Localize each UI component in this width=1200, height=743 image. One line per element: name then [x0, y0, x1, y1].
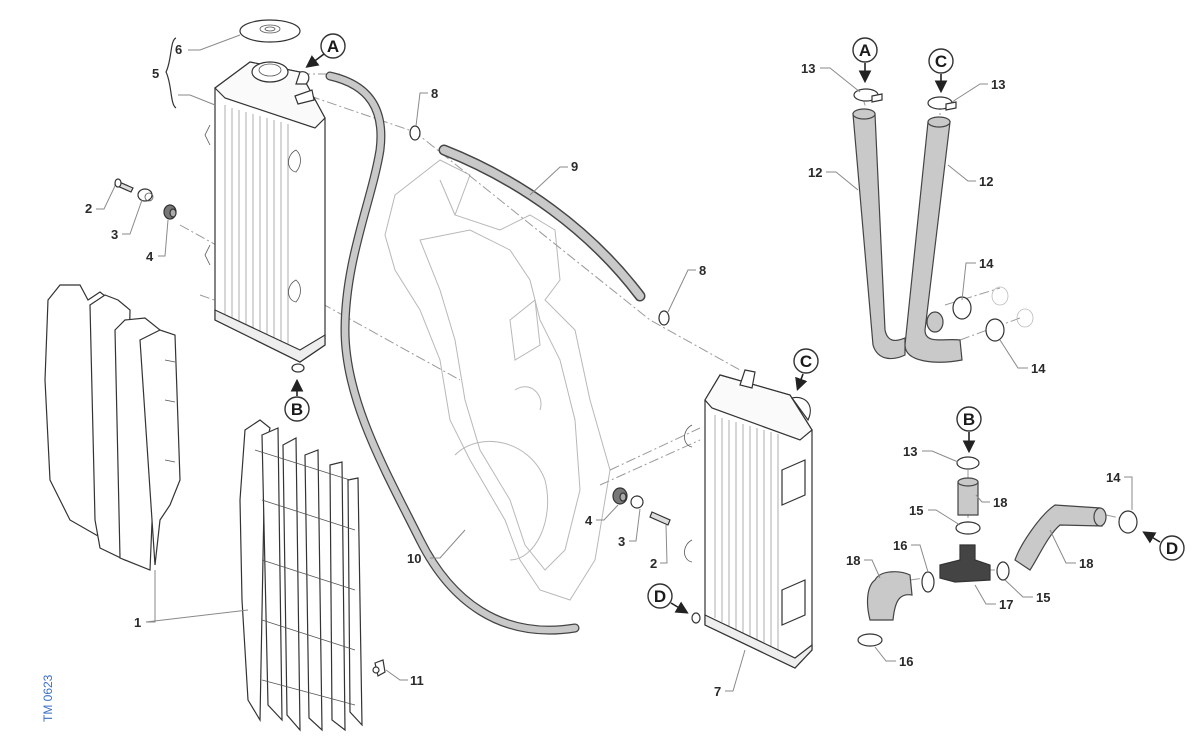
- part-label-10: 10: [407, 551, 421, 566]
- part-label-15: 15: [909, 503, 923, 518]
- part-label-4: 4: [585, 513, 593, 528]
- callout-D-hose: D: [1142, 531, 1185, 561]
- callout-A-hose: A: [852, 37, 878, 84]
- svg-text:D: D: [1166, 539, 1178, 558]
- callout-B-hose: B: [956, 406, 982, 454]
- part-label-11: 11: [410, 673, 424, 688]
- radiator-hoses-12: [852, 108, 963, 363]
- callout-A-left: A: [305, 33, 346, 68]
- motorcycle-frame: [384, 159, 611, 601]
- crossover-hose: [438, 144, 646, 302]
- left-radiator: [204, 61, 326, 373]
- svg-text:C: C: [935, 52, 947, 71]
- part-label-12: 12: [979, 174, 993, 189]
- radiator-fins-left: [224, 105, 289, 352]
- radiator-fins-right: [714, 415, 779, 654]
- overflow-hose: [325, 71, 580, 635]
- assembly-brace: [165, 37, 177, 109]
- part-label-15: 15: [1036, 590, 1050, 605]
- part-label-14: 14: [1031, 361, 1046, 376]
- lower-right-assembly: [857, 456, 1138, 647]
- fasteners-right: [612, 487, 671, 526]
- small-clamps: [409, 125, 670, 326]
- callout-D-right: D: [647, 583, 689, 614]
- part-label-6: 6: [175, 42, 182, 57]
- part-label-17: 17: [999, 597, 1013, 612]
- part-labels: 6 5 2 3 4 1 8 9 8 10 11 4 3 2 7 13 13 12…: [85, 42, 1121, 699]
- part-label-14: 14: [979, 256, 994, 271]
- part-label-13: 13: [903, 444, 917, 459]
- part-label-5: 5: [152, 66, 159, 81]
- part-label-13: 13: [801, 61, 815, 76]
- part-label-18: 18: [846, 553, 860, 568]
- part-label-8: 8: [699, 263, 706, 278]
- part-label-3: 3: [618, 534, 625, 549]
- svg-text:A: A: [859, 41, 871, 60]
- part-label-3: 3: [111, 227, 118, 242]
- right-radiator: [684, 369, 813, 669]
- part-label-7: 7: [714, 684, 721, 699]
- svg-text:B: B: [291, 400, 303, 419]
- part-label-8: 8: [431, 86, 438, 101]
- svg-text:D: D: [654, 587, 666, 606]
- fasteners-left: [114, 178, 177, 220]
- part-label-13: 13: [991, 77, 1005, 92]
- callout-B-left: B: [284, 378, 310, 422]
- leader-lines: [96, 34, 1133, 692]
- part-label-2: 2: [650, 556, 657, 571]
- part-label-16: 16: [893, 538, 907, 553]
- radiator-shroud: [44, 284, 363, 732]
- part-label-18: 18: [993, 495, 1007, 510]
- part-label-12: 12: [808, 165, 822, 180]
- part-label-18: 18: [1079, 556, 1093, 571]
- svg-text:B: B: [963, 410, 975, 429]
- document-id: TM 0623: [41, 674, 55, 722]
- part-label-1: 1: [134, 615, 141, 630]
- callout-C-hose: C: [928, 48, 954, 94]
- radiator-cap: [239, 19, 301, 43]
- part-label-9: 9: [571, 159, 578, 174]
- callout-C-right: C: [793, 348, 819, 392]
- svg-text:A: A: [327, 37, 339, 56]
- clip: [372, 659, 386, 677]
- part-label-16: 16: [899, 654, 913, 669]
- part-label-2: 2: [85, 201, 92, 216]
- svg-text:C: C: [800, 352, 812, 371]
- part-label-4: 4: [146, 249, 154, 264]
- part-label-14: 14: [1106, 470, 1121, 485]
